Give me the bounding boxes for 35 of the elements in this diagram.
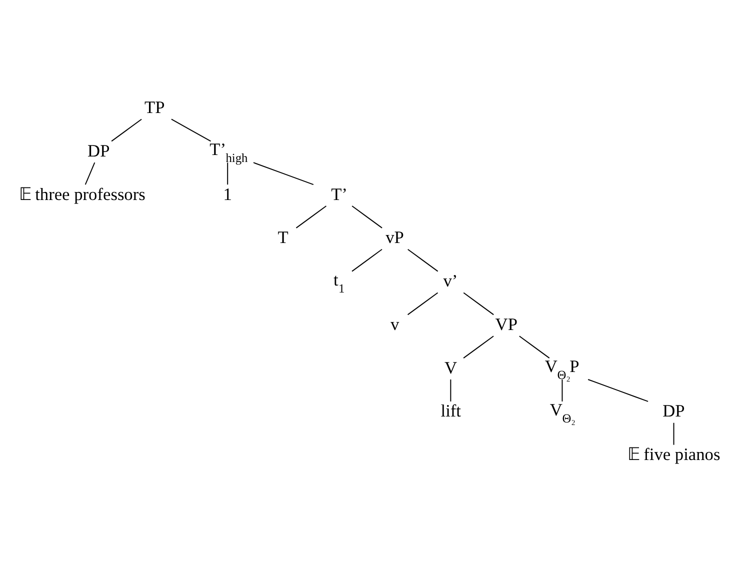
connector [407,248,438,272]
connector [463,292,494,315]
connector [450,378,452,402]
node-text: T [278,228,288,247]
node-text: V [444,358,458,377]
connector [352,204,383,228]
connector [352,248,382,272]
node-text: V$_{Θ₂}$ [550,400,576,425]
node-text: TP [144,98,165,117]
node-text: 1 [223,184,232,204]
node-text: VP [495,314,518,334]
connector [673,422,674,445]
node-text: lift [440,401,461,420]
node-text: 𝔼 three professors [18,184,146,204]
connector [252,162,314,185]
node-text: 𝔼 five pianos [627,444,720,464]
node-text: t$_{1}$ [334,270,345,295]
connector [407,292,438,315]
connector [518,335,550,358]
node-text: DP [662,401,685,420]
node-text: v’ [443,271,458,290]
node-text: DP [88,140,110,160]
node-text: T’ [331,184,348,204]
connector [588,378,649,402]
node-text: vP [386,228,404,247]
connector [111,118,142,142]
connector [296,204,327,228]
node-text: V$_{Θ₂}$P [544,356,580,382]
connector [463,335,494,358]
connector [84,162,96,185]
node-text: T’$_{high}$ [210,140,248,165]
connector [562,378,563,402]
connector [170,118,212,142]
node-text: v [390,314,400,334]
connector [227,162,228,185]
